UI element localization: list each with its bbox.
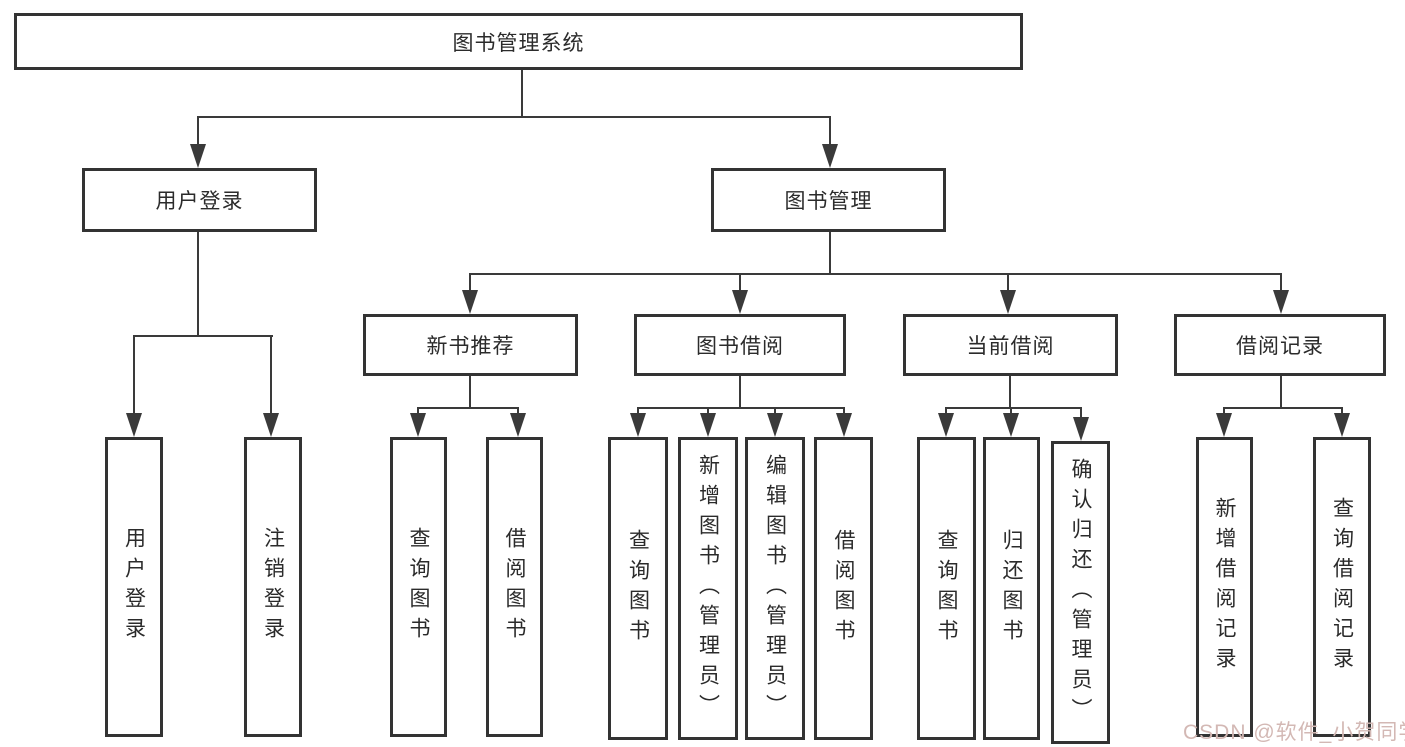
arrow-bb-leaf4	[836, 413, 852, 437]
node-book-management-label: 图书管理	[784, 190, 873, 213]
connector-br-stem	[1280, 376, 1282, 407]
arrow-cb-leaf1	[938, 413, 954, 437]
leaf-logout-label: 注销登录	[261, 527, 285, 647]
arrow-br-leaf2	[1334, 413, 1350, 437]
connector-bb-leaf2	[707, 407, 709, 415]
node-current-borrowing: 当前借阅	[903, 314, 1118, 376]
connector-to-book-borrowing	[739, 273, 741, 292]
arrow-bb-leaf1	[630, 413, 646, 437]
leaf-edit-books-admin: 编辑图书（管理员）	[745, 437, 805, 740]
connector-bb-leaf1	[637, 407, 639, 415]
leaf-query-borrow-record: 查询借阅记录	[1313, 437, 1371, 737]
node-book-management: 图书管理	[711, 168, 946, 232]
arrow-bb-leaf3	[767, 413, 783, 437]
leaf-add-books-admin-label: 新增图书（管理员）	[696, 453, 720, 724]
node-user-login-label: 用户登录	[155, 190, 244, 213]
arrow-cb-leaf2	[1003, 413, 1019, 437]
node-current-borrowing-label: 当前借阅	[966, 335, 1055, 358]
connector-to-leaf-logout	[270, 335, 272, 415]
connector-to-user-login	[197, 116, 199, 146]
leaf-confirm-return-admin-label: 确认归还（管理员）	[1069, 457, 1092, 728]
leaf-return-books-label: 归还图书	[1000, 528, 1023, 649]
connector-book-management-rail	[469, 273, 1282, 275]
arrow-to-book-management	[822, 144, 838, 168]
leaf-borrow-books-recommend: 借阅图书	[486, 437, 543, 737]
connector-book-management-stem	[829, 232, 831, 273]
connector-cb-leaf1	[945, 407, 947, 415]
leaf-user-login-label: 用户登录	[122, 527, 146, 647]
node-borrowing-records: 借阅记录	[1174, 314, 1386, 376]
connector-nb-leaf2	[517, 407, 519, 415]
connector-bb-rail	[637, 407, 845, 409]
arrow-to-leaf-user-login	[126, 413, 142, 437]
arrow-to-new-book	[462, 290, 478, 314]
leaf-borrow-books-recommend-label: 借阅图书	[503, 527, 526, 647]
leaf-query-books-recommend: 查询图书	[390, 437, 447, 737]
leaf-edit-books-admin-label: 编辑图书（管理员）	[763, 453, 787, 724]
connector-user-login-rail	[133, 335, 273, 337]
connector-to-borrowing-records	[1280, 273, 1282, 292]
leaf-add-borrow-record-label: 新增借阅记录	[1213, 497, 1236, 677]
connector-new-book-stem	[469, 376, 471, 407]
leaf-query-books-current-label: 查询图书	[935, 528, 958, 649]
connector-to-book-management	[829, 116, 831, 146]
node-new-book-recommend-label: 新书推荐	[426, 335, 515, 358]
connector-cb-rail	[945, 407, 1082, 409]
connector-to-leaf-user-login	[133, 335, 135, 415]
leaf-query-books-current: 查询图书	[917, 437, 976, 740]
node-borrowing-records-label: 借阅记录	[1236, 335, 1324, 358]
arrow-to-user-login	[190, 144, 206, 168]
leaf-confirm-return-admin: 确认归还（管理员）	[1051, 441, 1110, 744]
arrow-br-leaf1	[1216, 413, 1232, 437]
node-root-label: 图书管理系统	[452, 31, 585, 55]
connector-bb-leaf3	[774, 407, 776, 415]
node-new-book-recommend: 新书推荐	[363, 314, 578, 376]
connector-cb-leaf3	[1080, 407, 1082, 417]
leaf-borrow-books: 借阅图书	[814, 437, 873, 740]
arrow-cb-leaf3	[1073, 417, 1089, 441]
connector-root-rail	[197, 116, 831, 118]
node-book-borrowing: 图书借阅	[634, 314, 846, 376]
arrow-bb-leaf2	[700, 413, 716, 437]
node-book-borrowing-label: 图书借阅	[696, 335, 784, 358]
leaf-query-books-recommend-label: 查询图书	[407, 527, 430, 647]
arrow-to-borrowing-records	[1273, 290, 1289, 314]
leaf-query-books-borrowing: 查询图书	[608, 437, 668, 740]
node-user-login: 用户登录	[82, 168, 317, 232]
connector-new-book-rail	[417, 407, 519, 409]
arrow-to-leaf-logout	[263, 413, 279, 437]
connector-to-new-book	[469, 273, 471, 292]
leaf-add-books-admin: 新增图书（管理员）	[678, 437, 738, 740]
leaf-logout: 注销登录	[244, 437, 302, 737]
connector-cb-stem	[1009, 376, 1011, 407]
node-root-system: 图书管理系统	[14, 13, 1023, 70]
connector-br-leaf2	[1341, 407, 1343, 415]
leaf-return-books: 归还图书	[983, 437, 1040, 740]
connector-root-stem	[521, 70, 523, 116]
leaf-borrow-books-label: 借阅图书	[832, 528, 855, 649]
connector-to-current-borrowing	[1007, 273, 1009, 292]
arrow-nb-leaf2	[510, 413, 526, 437]
leaf-user-login: 用户登录	[105, 437, 163, 737]
leaf-query-borrow-record-label: 查询借阅记录	[1330, 497, 1354, 677]
leaf-add-borrow-record: 新增借阅记录	[1196, 437, 1253, 737]
leaf-query-books-borrowing-label: 查询图书	[626, 528, 650, 649]
connector-cb-leaf2	[1010, 407, 1012, 415]
arrow-to-current-borrowing	[1000, 290, 1016, 314]
connector-br-leaf1	[1223, 407, 1225, 415]
connector-user-login-stem	[197, 232, 199, 335]
connector-nb-leaf1	[417, 407, 419, 415]
connector-br-rail	[1223, 407, 1343, 409]
connector-bb-leaf4	[843, 407, 845, 415]
connector-bb-stem	[739, 376, 741, 407]
arrow-to-book-borrowing	[732, 290, 748, 314]
csdn-watermark: CSDN @软件_小贺同学	[1183, 721, 1405, 744]
arrow-nb-leaf1	[410, 413, 426, 437]
